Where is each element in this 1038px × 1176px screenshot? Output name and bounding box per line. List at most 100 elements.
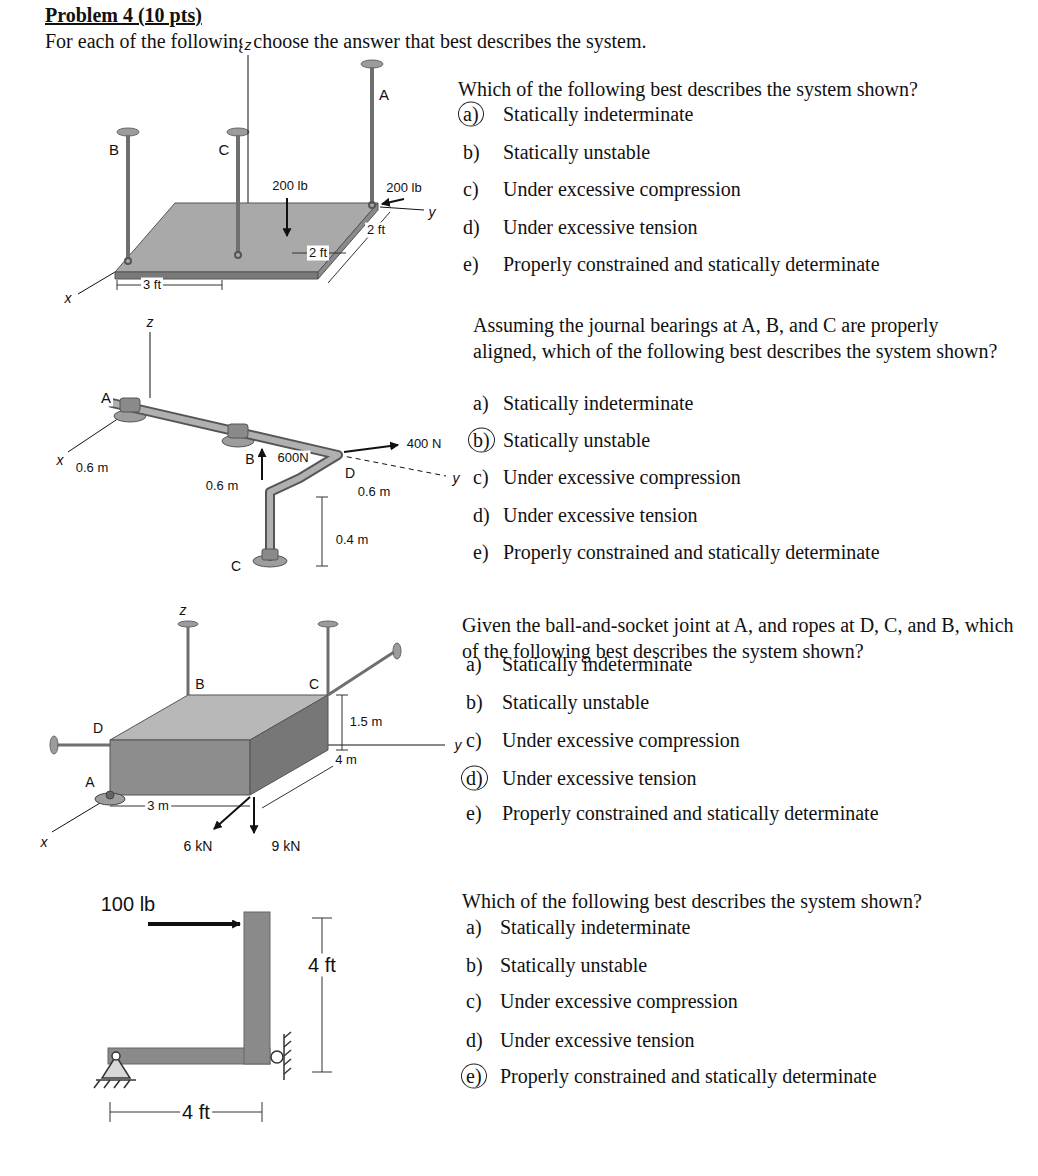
figure-label: 600N <box>275 451 310 466</box>
figure-label: 4 ft <box>180 1101 212 1124</box>
figure-label: C <box>307 676 321 692</box>
roller-support <box>284 1068 291 1074</box>
ceiling-mount <box>117 128 139 136</box>
option-text: Properly constrained and statically dete… <box>503 541 880 564</box>
cable <box>236 135 240 252</box>
option-text: Statically unstable <box>500 954 647 977</box>
option-letter: d) <box>473 504 490 527</box>
load-arrow <box>286 198 288 236</box>
block <box>110 695 328 795</box>
shaft <box>112 403 338 556</box>
figure-label: z <box>243 37 254 53</box>
bearing <box>262 549 278 560</box>
plate <box>318 203 378 279</box>
option-text: Properly constrained and statically dete… <box>500 1065 877 1088</box>
bent-beam <box>244 912 270 1064</box>
dimension-line <box>316 497 328 566</box>
option-text: Statically indeterminate <box>503 392 694 415</box>
option-letter: b) <box>466 954 483 977</box>
roller-support <box>271 1032 291 1080</box>
ceiling-mount <box>318 621 338 627</box>
load-arrow <box>253 797 255 833</box>
figure-label: A <box>99 389 113 406</box>
option-letter: a) <box>466 653 482 676</box>
dimension-line <box>110 1102 111 1122</box>
axis-line <box>78 272 115 294</box>
option-text: Under excessive tension <box>502 767 696 790</box>
figure-label: B <box>107 141 121 158</box>
ceiling-mount <box>50 736 58 754</box>
bent-beam <box>108 912 270 1064</box>
option-text: Under excessive tension <box>503 216 697 239</box>
figure-label: 4 ft <box>306 954 338 977</box>
load-arrow <box>344 445 398 452</box>
figure-label: 4 m <box>333 753 359 768</box>
figure-label: 2 ft <box>307 246 329 261</box>
cable-hook <box>369 202 375 208</box>
figure-label: x <box>63 290 74 306</box>
figure-label: y <box>427 204 438 220</box>
option-letter: b) <box>468 428 495 453</box>
option-text: Statically unstable <box>502 691 649 714</box>
figure-label: C <box>217 141 232 158</box>
axis-line <box>68 332 446 476</box>
shaft <box>112 403 338 556</box>
load-arrow <box>214 797 254 833</box>
figure-label: B <box>243 451 256 467</box>
figure-label: 200 lb <box>384 181 423 196</box>
ceiling-mount <box>227 128 249 136</box>
axis-line <box>248 55 249 203</box>
figure-label: D <box>343 465 357 481</box>
problem-title: Problem 4 (10 pts) <box>45 4 202 27</box>
figure-label: z <box>178 602 189 618</box>
ceiling-mount <box>361 60 383 68</box>
pin-support <box>94 1080 100 1088</box>
figure-label: 100 lb <box>99 893 158 916</box>
ceiling-mount <box>50 621 401 754</box>
ceiling-mount <box>178 621 198 627</box>
option-letter: c) <box>466 990 482 1013</box>
dimension-line <box>322 497 323 566</box>
option-letter: e) <box>461 1064 487 1089</box>
ceiling-mount <box>393 643 401 659</box>
plate <box>115 203 378 279</box>
rope <box>187 627 190 695</box>
dimension-line <box>110 918 332 1122</box>
dimension-line <box>328 212 390 283</box>
option-letter: b) <box>466 691 483 714</box>
option-letter: a) <box>466 916 482 939</box>
figure-label: x <box>39 834 50 850</box>
roller-support <box>284 1050 291 1056</box>
dimension-line <box>110 806 250 807</box>
option-letter: e) <box>473 541 489 564</box>
question-text: Which of the following best describes th… <box>458 76 1028 102</box>
dimension-line <box>316 497 328 498</box>
option-text: Statically unstable <box>503 141 650 164</box>
option-text: Statically unstable <box>503 429 650 452</box>
option-letter: e) <box>463 253 479 276</box>
dimension-line <box>110 695 348 808</box>
figure-label: 3 m <box>145 799 171 814</box>
figure-label: A <box>377 86 391 103</box>
dimension-line <box>312 1072 332 1073</box>
option-text: Under excessive compression <box>500 990 738 1013</box>
ball-socket <box>106 791 114 799</box>
question-text: Assuming the journal bearings at A, B, a… <box>473 312 1003 364</box>
option-letter: c) <box>466 729 482 752</box>
bearing <box>228 424 248 438</box>
figure-label: A <box>83 774 96 790</box>
option-letter: a) <box>473 392 489 415</box>
load-arrow <box>214 797 250 829</box>
figure-label: z <box>145 314 156 330</box>
option-letter: b) <box>463 141 480 164</box>
axis-line <box>150 332 151 398</box>
dimension-line <box>322 918 323 1072</box>
question-text: Which of the following best describes th… <box>462 888 1032 914</box>
axis-line <box>380 207 424 210</box>
load-arrow <box>382 199 404 204</box>
option-text: Under excessive tension <box>503 504 697 527</box>
rope <box>57 627 394 745</box>
cable-hook <box>125 202 375 264</box>
rope <box>328 652 394 695</box>
figure-label: y <box>451 470 462 486</box>
